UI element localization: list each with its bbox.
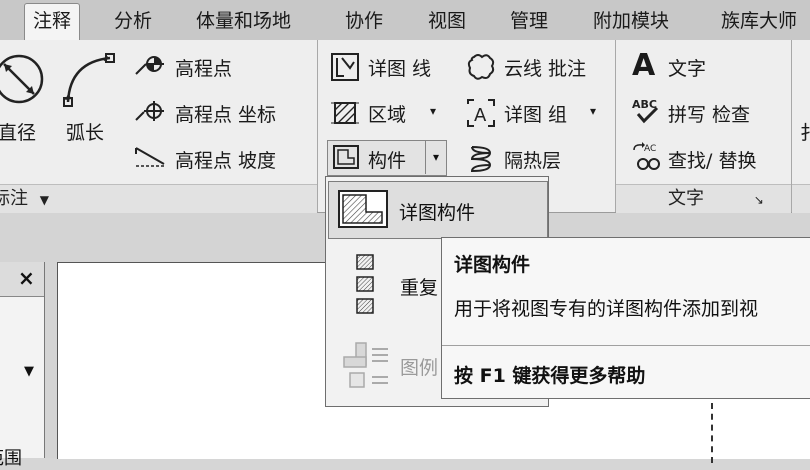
tab-addins[interactable]: 附加模块 [593,10,670,32]
find-replace-icon-text: AC [644,144,656,154]
menu-item-detail-component[interactable]: 详图构件 [328,181,548,239]
panel-divider [791,40,792,212]
tooltip-help-hint: 按 F1 键获得更多帮助 [454,365,646,387]
spot-elevation-label[interactable]: 高程点 [175,58,233,80]
spot-slope-icon[interactable] [134,144,168,174]
revision-cloud-label[interactable]: 云线 批注 [504,58,587,80]
tooltip-description: 用于将视图专有的详图构件添加到视 [454,298,759,320]
spot-coordinate-label[interactable]: 高程点 坐标 [175,104,277,126]
spell-check-label[interactable]: 拼写 检查 [668,104,751,126]
detail-component-icon [338,190,388,232]
component-dropdown-menu: 详图构件 重复 [325,176,549,407]
panel-divider [317,40,318,212]
spell-check-icon-text: ABC [632,98,657,111]
chevron-down-icon[interactable]: ▼ [24,364,34,379]
repeating-detail-icon [354,253,376,321]
diameter-label[interactable]: 直径 [0,122,37,144]
spell-check-icon[interactable]: ABC [630,96,662,130]
svg-text:A: A [474,105,487,126]
dimension-panel-title: 标注 [0,188,28,209]
menu-item-label: 重复 [400,277,439,299]
menu-item-label: 详图构件 [399,202,476,224]
detail-component-icon [332,144,360,174]
text-panel-title: 文字 [668,188,704,209]
insulation-label[interactable]: 隔热层 [504,150,562,172]
find-replace-label[interactable]: 查找/ 替换 [668,150,757,172]
detail-group-dropdown-arrow-icon[interactable]: ▾ [590,104,597,118]
arc-length-label[interactable]: 弧长 [66,122,105,144]
properties-partial-label: 范围 [0,448,22,469]
arc-length-icon[interactable] [62,50,120,114]
panel-divider [615,40,616,212]
chevron-down-icon: ▼ [39,193,49,207]
tooltip-divider [442,345,810,346]
properties-header: × [0,262,44,297]
partial-ribbon-label[interactable]: 扌 [800,122,810,144]
tab-family-library[interactable]: 族库大师 [721,10,798,32]
spot-slope-label[interactable]: 高程点 坡度 [175,150,277,172]
dialog-launcher-icon[interactable]: ↘ [753,193,764,207]
ribbon-tab-bar: 注释 分析 体量和场地 协作 视图 管理 附加模块 族库大师 [0,0,810,41]
detail-group-label[interactable]: 详图 组 [504,104,568,126]
text-tool-icon[interactable]: A [632,48,656,83]
close-icon[interactable]: × [18,266,35,290]
component-dropdown-arrow-icon[interactable]: ▾ [425,140,446,174]
tab-analyze[interactable]: 分析 [114,10,153,32]
detail-line-label[interactable]: 详图 线 [368,58,432,80]
menu-item-repeating-detail[interactable]: 重复 [328,247,546,323]
tooltip-title: 详图构件 [454,254,531,276]
component-label: 构件 [368,150,407,172]
diameter-dimension-icon[interactable] [0,52,46,110]
find-replace-icon[interactable]: AC [630,142,662,176]
partial-panel-footer [792,184,810,213]
detail-group-icon[interactable]: A [466,98,496,132]
view-crop-dashed-line [711,403,713,463]
dimension-panel-footer[interactable]: 标注 ▼ [0,184,317,213]
legend-component-icon [342,341,390,395]
text-panel-footer[interactable]: 文字 ↘ [616,184,791,213]
detail-line-icon[interactable] [330,52,360,86]
tab-annotate[interactable]: 注释 [24,3,81,41]
tab-massing-site[interactable]: 体量和场地 [196,10,292,32]
spot-elevation-icon[interactable] [134,52,168,82]
insulation-icon[interactable] [466,144,496,178]
menu-item-label: 图例 [400,357,439,379]
region-label[interactable]: 区域 [368,104,407,126]
tooltip: 详图构件 用于将视图专有的详图构件添加到视 按 F1 键获得更多帮助 [441,237,810,399]
text-label[interactable]: 文字 [668,58,707,80]
tab-view[interactable]: 视图 [428,10,467,32]
revision-cloud-icon[interactable] [466,52,496,86]
tab-manage[interactable]: 管理 [510,10,549,32]
spot-coordinate-icon[interactable] [134,98,168,128]
region-icon[interactable] [330,98,360,132]
tab-collaborate[interactable]: 协作 [345,10,384,32]
region-dropdown-arrow-icon[interactable]: ▾ [430,104,437,118]
menu-item-legend-component[interactable]: 图例 [328,335,546,397]
